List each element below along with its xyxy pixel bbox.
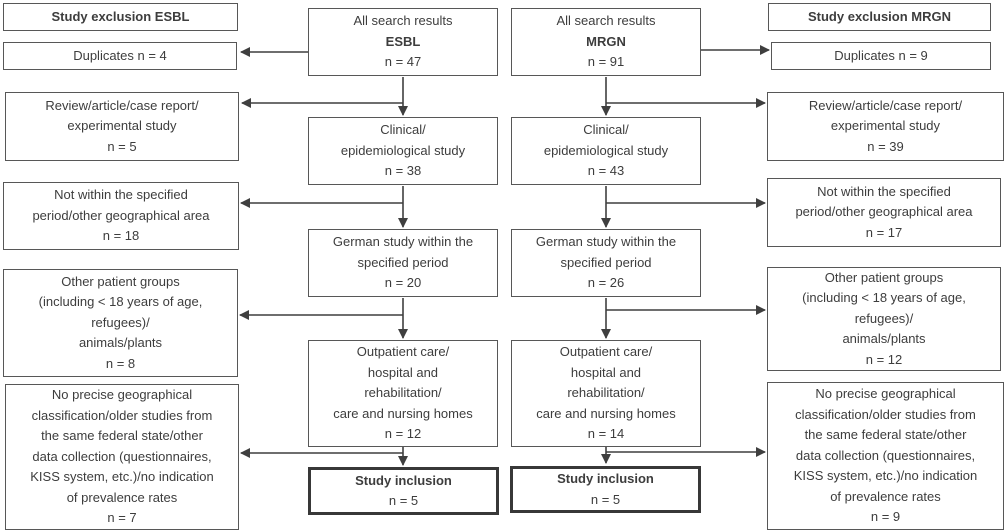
box-mrgn-review-excluded: Review/article/case report/ experimental…	[767, 92, 1004, 161]
box-mrgn-all-search: All search results MRGN n = 91	[511, 8, 701, 76]
esbl-all-search-count: n = 47	[384, 54, 422, 70]
box-exclusion-esbl-header: Study exclusion ESBL	[3, 3, 238, 31]
esbl-inclusion-count: n = 5	[388, 493, 419, 508]
esbl-inclusion-title: Study inclusion	[355, 472, 452, 488]
box-esbl-clinical-study: Clinical/ epidemiological study n = 38	[308, 117, 498, 185]
box-mrgn-period-excluded: Not within the specified period/other ge…	[767, 178, 1001, 247]
mrgn-inclusion-count: n = 5	[590, 491, 621, 507]
mrgn-label: MRGN	[586, 33, 626, 49]
box-esbl-no-precise-excluded: No precise geographical classification/o…	[5, 384, 239, 530]
box-esbl-duplicates-excluded: Duplicates n = 4	[3, 42, 237, 70]
box-exclusion-mrgn-header: Study exclusion MRGN	[768, 3, 991, 31]
box-esbl-review-excluded: Review/article/case report/ experimental…	[5, 92, 239, 161]
box-esbl-all-search: All search results ESBL n = 47	[308, 8, 498, 76]
box-esbl-german-study: German study within the specified period…	[308, 229, 498, 297]
esbl-all-search-label: All search results	[353, 13, 453, 29]
box-esbl-period-excluded: Not within the specified period/other ge…	[3, 182, 239, 250]
mrgn-inclusion-title: Study inclusion	[557, 471, 654, 486]
box-esbl-outpatient-care: Outpatient care/ hospital and rehabilita…	[308, 340, 498, 447]
box-mrgn-outpatient-care: Outpatient care/ hospital and rehabilita…	[511, 340, 701, 447]
box-mrgn-patient-groups-excluded: Other patient groups (including < 18 yea…	[767, 267, 1001, 371]
box-esbl-patient-groups-excluded: Other patient groups (including < 18 yea…	[3, 269, 238, 377]
box-mrgn-clinical-study: Clinical/ epidemiological study n = 43	[511, 117, 701, 185]
box-mrgn-duplicates-excluded: Duplicates n = 9	[771, 42, 991, 70]
box-mrgn-no-precise-excluded: No precise geographical classification/o…	[767, 382, 1004, 530]
esbl-label: ESBL	[385, 33, 421, 49]
box-esbl-study-inclusion: Study inclusion n = 5	[308, 467, 499, 515]
mrgn-all-search-count: n = 91	[587, 54, 625, 70]
box-mrgn-german-study: German study within the specified period…	[511, 229, 701, 297]
box-mrgn-study-inclusion: Study inclusion n = 5	[510, 466, 701, 513]
mrgn-all-search-label: All search results	[556, 13, 656, 29]
